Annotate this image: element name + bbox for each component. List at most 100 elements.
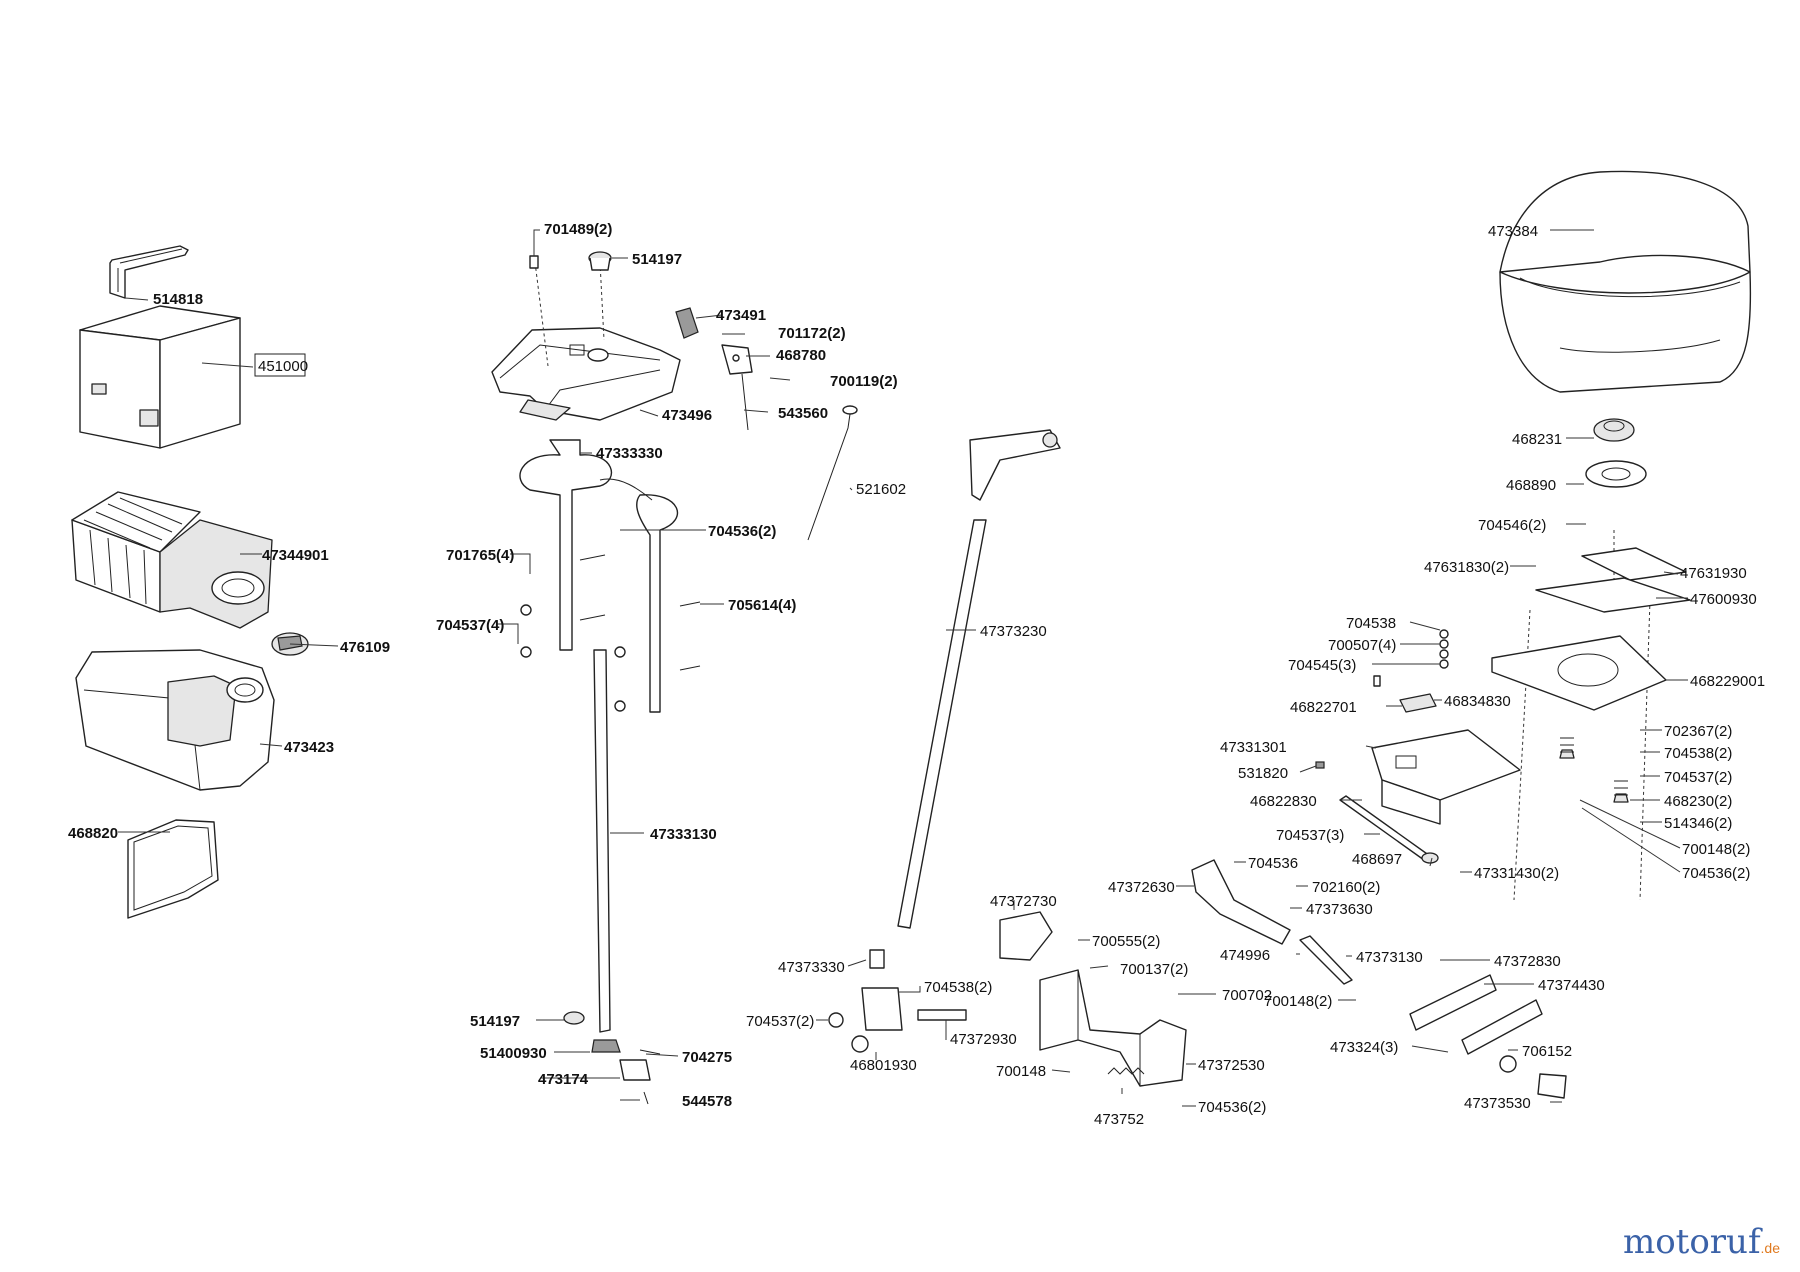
label-705614: 705614(4) xyxy=(728,597,796,614)
battery-tray-drawing xyxy=(71,491,273,629)
label-704537-frame: 704537(3) xyxy=(1276,827,1344,844)
label-47372930: 47372930 xyxy=(950,1031,1017,1048)
label-468231: 468231 xyxy=(1512,431,1562,448)
link-47374430 xyxy=(1461,999,1543,1055)
label-702367: 702367(2) xyxy=(1664,723,1732,740)
label-704275: 704275 xyxy=(682,1049,732,1066)
label-468890: 468890 xyxy=(1506,477,1556,494)
dipstick-521602 xyxy=(807,405,858,541)
label-468229001: 468229001 xyxy=(1690,673,1765,690)
switch-bracket-468780 xyxy=(721,344,753,375)
pedal-lever-47373230 xyxy=(897,429,1061,929)
label-704536-arm: 704536 xyxy=(1248,855,1298,872)
label-521602: 521602 xyxy=(856,481,906,498)
cap-514197-top xyxy=(588,251,612,271)
part-labels: 514818 451000 47344901 476109 473423 468… xyxy=(68,221,1765,1128)
label-47374430: 47374430 xyxy=(1538,977,1605,994)
label-704545: 704545(3) xyxy=(1288,657,1356,674)
label-47631830: 47631830(2) xyxy=(1424,559,1509,576)
label-47372730: 47372730 xyxy=(990,893,1057,910)
seat-473384 xyxy=(1499,170,1752,393)
seat-knob-468231 xyxy=(1593,418,1635,442)
label-701765: 701765(4) xyxy=(446,547,514,564)
steering-shaft-47333130 xyxy=(593,649,611,1033)
bracket-47372530 xyxy=(1039,969,1187,1087)
dashboard-panel-drawing xyxy=(491,327,681,421)
label-47372830: 47372830 xyxy=(1494,953,1561,970)
label-474996: 474996 xyxy=(1220,947,1270,964)
clip-46822701 xyxy=(1399,693,1437,713)
label-47373230: 47373230 xyxy=(980,623,1047,640)
label-700702: 700702 xyxy=(1222,987,1272,1004)
label-704546: 704546(2) xyxy=(1478,517,1546,534)
label-47333330: 47333330 xyxy=(596,445,663,462)
label-514818: 514818 xyxy=(153,291,203,308)
label-476109: 476109 xyxy=(340,639,390,656)
label-531820: 531820 xyxy=(1238,765,1288,782)
pivot-rod-46822830 xyxy=(1339,795,1439,864)
label-514346: 514346(2) xyxy=(1664,815,1732,832)
label-46822701: 46822701 xyxy=(1290,699,1357,716)
leader-lines xyxy=(118,229,1688,1107)
label-51400930: 51400930 xyxy=(480,1045,547,1062)
label-704536-right: 704536(2) xyxy=(1682,865,1750,882)
brand-name: motoruf xyxy=(1622,1222,1761,1262)
seat-frame-47331301 xyxy=(1371,729,1521,825)
label-700148-arm: 700148(2) xyxy=(1264,993,1332,1010)
linkage-rod-47373130 xyxy=(1299,935,1353,985)
battery-drawing xyxy=(79,305,241,449)
label-47373330: 47373330 xyxy=(778,959,845,976)
label-451000: 451000 xyxy=(258,358,308,375)
seat-plate-468229001 xyxy=(1491,635,1667,711)
label-46822830: 46822830 xyxy=(1250,793,1317,810)
fuel-tank-drawing xyxy=(75,649,275,791)
label-514197-top: 514197 xyxy=(632,251,682,268)
label-47372530: 47372530 xyxy=(1198,1057,1265,1074)
bracket-47372730 xyxy=(999,911,1053,961)
label-704538-stack: 704538(2) xyxy=(1664,745,1732,762)
label-47373630: 47373630 xyxy=(1306,901,1373,918)
steering-lower-parts xyxy=(563,1011,661,1105)
brand-logo: motoruf.de xyxy=(1623,1222,1780,1262)
brand-tld: .de xyxy=(1760,1240,1780,1256)
label-473752: 473752 xyxy=(1094,1111,1144,1128)
label-473423: 473423 xyxy=(284,739,334,756)
label-706152: 706152 xyxy=(1522,1043,1572,1060)
label-47373130: 47373130 xyxy=(1356,949,1423,966)
lever-arm-47372630 xyxy=(1191,859,1291,945)
rail-47631930 xyxy=(1581,547,1687,581)
label-473384: 473384 xyxy=(1488,223,1538,240)
small-hardware-right xyxy=(1315,629,1449,769)
label-704538-center: 704538(2) xyxy=(924,979,992,996)
label-468820: 468820 xyxy=(68,825,118,842)
seat-washer-468890 xyxy=(1585,460,1647,488)
label-700507: 700507(4) xyxy=(1328,637,1396,654)
lever-lower-parts xyxy=(828,949,967,1053)
label-701172: 701172(2) xyxy=(778,325,846,342)
label-473491: 473491 xyxy=(716,307,766,324)
label-701489: 701489(2) xyxy=(544,221,612,238)
bolt-47373530 xyxy=(1499,1055,1567,1099)
slide-47600930 xyxy=(1535,577,1691,613)
label-704536-top: 704536(2) xyxy=(708,523,776,540)
label-700137: 700137(2) xyxy=(1120,961,1188,978)
label-473324: 473324(3) xyxy=(1330,1039,1398,1056)
label-700148-right: 700148(2) xyxy=(1682,841,1750,858)
label-47631930: 47631930 xyxy=(1680,565,1747,582)
label-700148-center: 700148 xyxy=(996,1063,1046,1080)
spring-473752 xyxy=(1107,1067,1145,1075)
knob-473491 xyxy=(675,307,699,339)
label-544578: 544578 xyxy=(682,1093,732,1110)
label-700119: 700119(2) xyxy=(830,373,898,390)
label-473174: 473174 xyxy=(538,1071,589,1088)
column-hardware xyxy=(520,554,701,712)
label-47331430: 47331430(2) xyxy=(1474,865,1559,882)
label-704537-center: 704537(2) xyxy=(746,1013,814,1030)
label-47344901: 47344901 xyxy=(262,547,329,564)
label-47372630: 47372630 xyxy=(1108,879,1175,896)
label-704537-left: 704537(4) xyxy=(436,617,504,634)
label-468780: 468780 xyxy=(776,347,826,364)
label-46834830: 46834830 xyxy=(1444,693,1511,710)
